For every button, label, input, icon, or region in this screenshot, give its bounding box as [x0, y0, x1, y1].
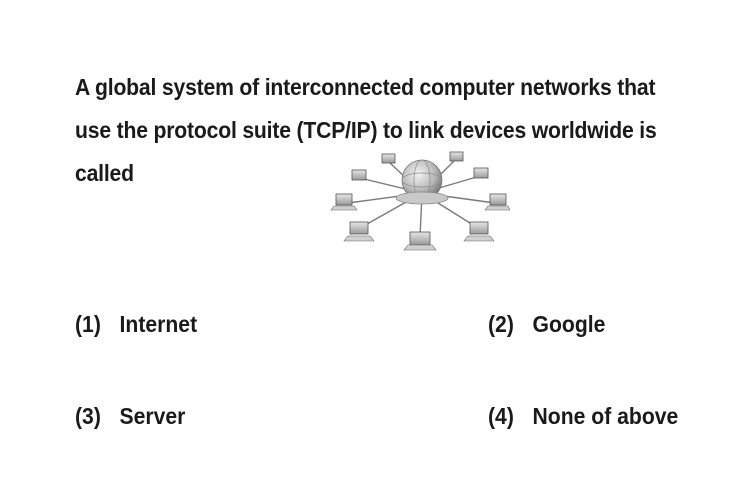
option-text: Google — [532, 311, 606, 337]
option-text: Internet — [119, 311, 198, 337]
network-globe-computers-icon — [330, 151, 510, 251]
answer-option-4[interactable]: (4) None of above — [488, 403, 678, 430]
option-number: (1) — [75, 311, 101, 337]
question-text: A global system of interconnected comput… — [75, 66, 657, 195]
option-number: (4) — [488, 403, 514, 429]
question-line: A global system of interconnected comput… — [75, 74, 656, 100]
option-number: (3) — [75, 403, 101, 429]
answer-option-1[interactable]: (1) Internet — [75, 311, 197, 338]
option-text: Server — [119, 403, 186, 429]
answer-option-2[interactable]: (2) Google — [488, 311, 605, 338]
question-line: use the protocol suite (TCP/IP) to link … — [75, 117, 657, 143]
option-text: None of above — [532, 403, 679, 429]
option-number: (2) — [488, 311, 514, 337]
answer-option-3[interactable]: (3) Server — [75, 403, 185, 430]
question-line: called — [75, 160, 134, 186]
